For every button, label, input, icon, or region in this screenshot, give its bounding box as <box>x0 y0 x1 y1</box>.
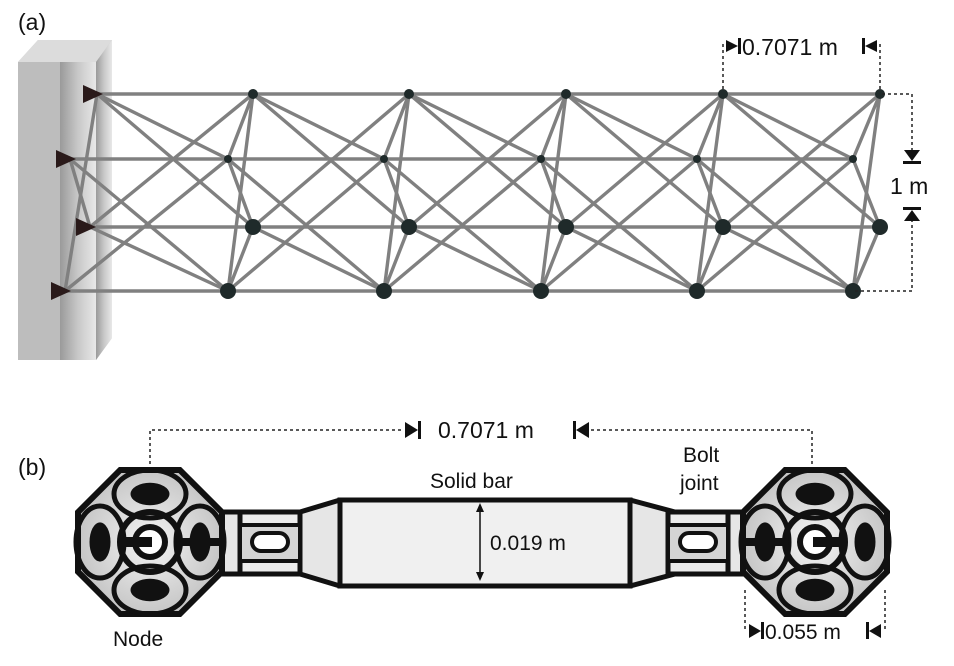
node-socket-hole <box>795 578 835 602</box>
truss-joints <box>51 85 888 300</box>
truss-member <box>564 92 699 161</box>
truss-member <box>539 92 568 161</box>
node-socket-hole <box>795 482 835 506</box>
node-pin <box>122 537 152 547</box>
bolt-joint-label-2: joint <box>679 472 719 495</box>
node-socket <box>776 563 854 617</box>
truss-joint <box>693 155 701 163</box>
truss-members <box>63 92 882 293</box>
wall-support-bolt <box>51 282 71 300</box>
truss-member <box>564 92 725 229</box>
truss-joint <box>376 283 392 299</box>
node-socket-hole <box>89 522 111 562</box>
truss-member <box>695 157 725 229</box>
truss-member <box>695 157 855 293</box>
node-socket <box>738 503 792 581</box>
member-length-dimension: 0.7071 m <box>149 417 813 470</box>
bolt-slot-right <box>678 531 718 553</box>
truss-member <box>382 157 543 293</box>
truss-member <box>226 157 255 229</box>
wall-support-bolt <box>83 85 103 103</box>
truss-joint <box>401 219 417 235</box>
bay-length-text: 0.7071 m <box>742 34 838 60</box>
bay-length-dimension: 0.7071 m <box>722 34 881 92</box>
node-socket <box>111 467 189 521</box>
truss-member <box>251 92 386 161</box>
truss-joint <box>845 283 861 299</box>
truss-member <box>226 225 255 293</box>
truss-member <box>226 157 386 293</box>
truss-member <box>695 225 725 293</box>
node-size-dimension: 0.055 m <box>744 590 886 644</box>
truss-joint <box>561 89 571 99</box>
node-socket <box>173 503 227 581</box>
truss-joint <box>537 155 545 163</box>
truss-member <box>721 225 855 293</box>
truss-member <box>539 225 568 293</box>
solid-bar <box>337 497 633 589</box>
node-size-text: 0.055 m <box>765 621 841 644</box>
truss-joint <box>245 219 261 235</box>
node-right <box>738 467 892 617</box>
truss-member <box>851 225 882 293</box>
solid-bar-label: Solid bar <box>430 470 513 493</box>
truss-joint <box>875 89 885 99</box>
bar-diameter-text: 0.019 m <box>490 532 566 555</box>
truss-member <box>407 225 543 293</box>
truss-joint <box>872 219 888 235</box>
truss-member <box>95 92 230 161</box>
truss-member <box>251 225 386 293</box>
truss-joint <box>533 283 549 299</box>
truss-member <box>539 157 699 293</box>
truss-joint <box>718 89 728 99</box>
height-text: 1 m <box>890 173 928 199</box>
wall-support-bolt <box>56 150 76 168</box>
truss-member <box>564 225 699 293</box>
truss-member <box>851 157 882 229</box>
truss-member <box>382 157 411 229</box>
truss-member <box>251 92 411 229</box>
truss-joint <box>248 89 258 99</box>
wall-support-bolt <box>76 218 96 236</box>
wall-support <box>18 40 112 360</box>
bolt-slot-left <box>250 531 290 553</box>
truss-member <box>382 225 411 293</box>
node-socket <box>111 563 189 617</box>
truss-member <box>63 157 230 293</box>
truss-joint <box>558 219 574 235</box>
bolt-joint-label-1: Bolt <box>683 444 719 467</box>
node-left <box>73 467 227 617</box>
node-socket-hole <box>130 578 170 602</box>
node-label: Node <box>113 628 163 651</box>
solid-bar-assembly <box>219 497 748 589</box>
truss-member <box>226 92 255 161</box>
panel-a-label: (a) <box>18 9 46 35</box>
truss-member <box>68 157 92 229</box>
member-length-text: 0.7071 m <box>438 417 534 443</box>
truss-joint <box>404 89 414 99</box>
truss-joint <box>849 155 857 163</box>
truss-joint <box>689 283 705 299</box>
height-dimension: 1 m <box>855 93 928 292</box>
truss-member <box>851 92 882 161</box>
truss-member <box>407 92 543 161</box>
truss-joint <box>224 155 232 163</box>
truss-member <box>539 157 568 229</box>
truss-member <box>88 225 230 293</box>
panel-b-label: (b) <box>18 454 46 480</box>
truss-joint <box>715 219 731 235</box>
node-socket-hole <box>130 482 170 506</box>
truss-member <box>721 92 855 161</box>
node-socket <box>776 467 854 521</box>
truss-member <box>407 92 568 229</box>
truss-member <box>88 92 255 229</box>
truss-member <box>95 92 255 229</box>
truss-member <box>382 92 411 161</box>
truss-member <box>695 92 725 161</box>
node-socket-hole <box>854 522 876 562</box>
node-pin <box>813 537 843 547</box>
truss-joint <box>220 283 236 299</box>
truss-joint <box>380 155 388 163</box>
